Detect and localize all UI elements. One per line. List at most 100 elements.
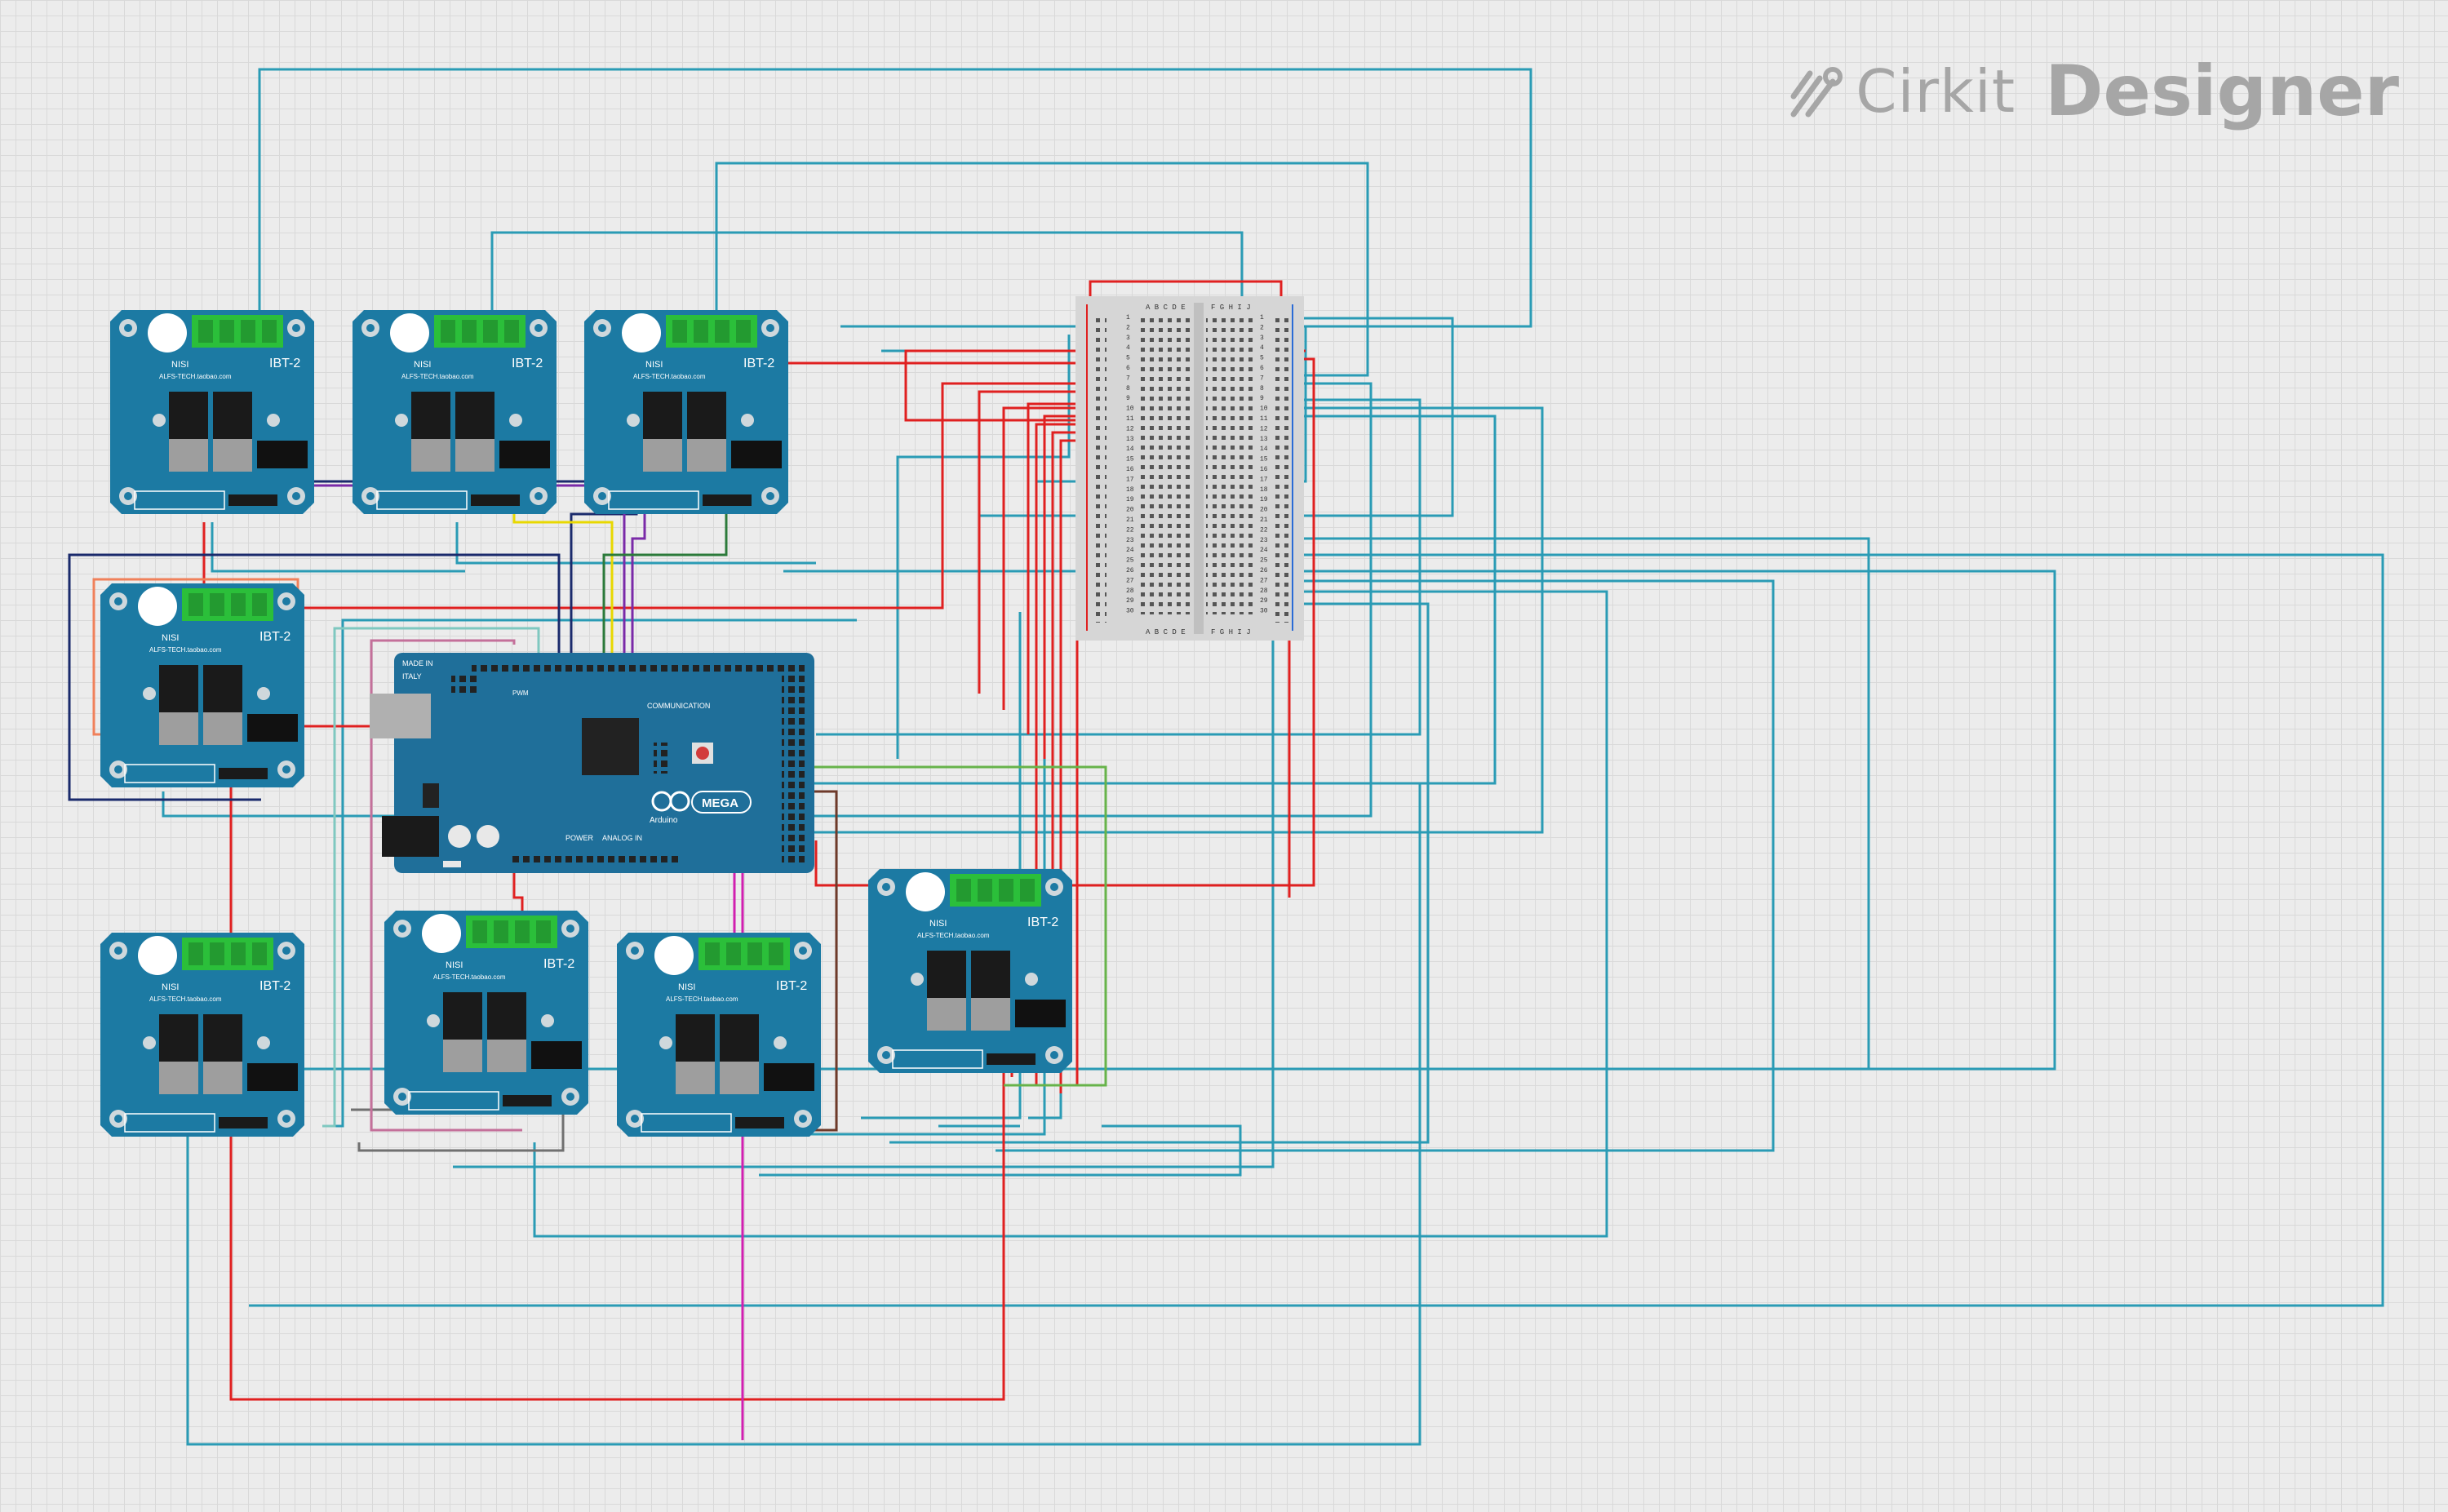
- driver-site-label: ALFS-TECH.taobao.com: [149, 646, 222, 654]
- communication-label: COMMUNICATION: [647, 702, 710, 710]
- row-number: 4: [1260, 344, 1264, 352]
- row-number: 17: [1126, 476, 1134, 483]
- row-number: 20: [1126, 507, 1134, 514]
- row-number: 6: [1260, 365, 1264, 372]
- driver-model-label: IBT-2: [259, 979, 290, 993]
- ibt2-driver-6[interactable]: NISI IBT-2 ALFS-TECH.taobao.com: [384, 911, 588, 1115]
- row-number: 22: [1126, 526, 1134, 534]
- power-rail-left[interactable]: [1092, 313, 1106, 623]
- regulator: [423, 783, 439, 808]
- ibt2-driver-7[interactable]: NISI IBT-2 ALFS-TECH.taobao.com: [617, 933, 821, 1137]
- row-number: 18: [1260, 486, 1268, 494]
- row-number: 30: [1260, 608, 1268, 615]
- row-number: 10: [1260, 406, 1268, 413]
- digital-header-top[interactable]: [472, 661, 786, 672]
- row-number: 16: [1260, 466, 1268, 473]
- row-number: 5: [1260, 355, 1264, 362]
- row-number: 19: [1260, 496, 1268, 503]
- row-number: 2: [1260, 324, 1264, 331]
- row-number: 13: [1260, 436, 1268, 443]
- driver-site-label: ALFS-TECH.taobao.com: [159, 373, 232, 380]
- row-number: 1: [1126, 314, 1130, 321]
- row-number: 24: [1126, 547, 1134, 554]
- ibt2-driver-8[interactable]: NISI IBT-2 ALFS-TECH.taobao.com: [868, 869, 1072, 1073]
- row-number: 8: [1260, 385, 1264, 392]
- row-number: 11: [1260, 415, 1268, 423]
- driver-site-label: ALFS-TECH.taobao.com: [433, 973, 506, 981]
- power-jack: [382, 816, 439, 857]
- ibt2-driver-1[interactable]: NISI IBT-2 ALFS-TECH.taobao.com: [110, 310, 314, 514]
- driver-model-label: IBT-2: [512, 357, 543, 370]
- row-number: 7: [1260, 375, 1264, 382]
- driver-model-label: IBT-2: [1027, 916, 1058, 929]
- driver-site-label: ALFS-TECH.taobao.com: [149, 995, 222, 1003]
- pwm-label: PWM: [512, 689, 529, 697]
- usb-port: [370, 694, 431, 738]
- driver-model-label: IBT-2: [269, 357, 300, 370]
- row-number: 29: [1126, 597, 1134, 605]
- row-number: 19: [1126, 496, 1134, 503]
- terminal-strip-left[interactable]: [1141, 313, 1190, 614]
- row-number: 28: [1260, 588, 1268, 595]
- reset-button-cap: [696, 747, 709, 760]
- capacitor-2: [477, 825, 499, 848]
- logo-product-text: Designer: [2045, 51, 2399, 132]
- made-in-label: MADE IN: [402, 659, 433, 667]
- row-number: 21: [1126, 517, 1134, 524]
- ibt2-driver-3[interactable]: NISI IBT-2 ALFS-TECH.taobao.com: [584, 310, 788, 514]
- mega-badge: [691, 791, 752, 814]
- cirkit-logo-icon: [1790, 67, 1843, 118]
- driver-brand-label: NISI: [171, 360, 188, 370]
- row-number: 21: [1260, 517, 1268, 524]
- ibt2-driver-2[interactable]: NISI IBT-2 ALFS-TECH.taobao.com: [353, 310, 557, 514]
- row-number: 18: [1126, 486, 1134, 494]
- row-number: 9: [1126, 395, 1130, 402]
- icsp-header-2: [654, 743, 670, 774]
- breadboard[interactable]: A B C D E F G H I J A B C D E F G H I J …: [1075, 296, 1304, 641]
- driver-brand-label: NISI: [929, 919, 947, 929]
- driver-brand-label: NISI: [414, 360, 431, 370]
- digital-header-right[interactable]: [782, 661, 805, 865]
- microcontroller-chip: [582, 718, 639, 775]
- driver-model-label: IBT-2: [776, 979, 807, 993]
- driver-site-label: ALFS-TECH.taobao.com: [666, 995, 738, 1003]
- ibt2-driver-5[interactable]: NISI IBT-2 ALFS-TECH.taobao.com: [100, 933, 304, 1137]
- row-number: 6: [1126, 365, 1130, 372]
- cirkit-designer-logo: Cirkit Designer: [1787, 51, 2399, 132]
- row-number: 26: [1260, 567, 1268, 574]
- row-number: 27: [1260, 577, 1268, 584]
- row-number: 16: [1126, 466, 1134, 473]
- row-number: 15: [1260, 456, 1268, 463]
- row-number: 10: [1126, 406, 1134, 413]
- power-label: POWER: [565, 834, 594, 842]
- column-labels-right-bottom: F G H I J: [1211, 628, 1251, 636]
- row-number: 29: [1260, 597, 1268, 605]
- terminal-strip-right[interactable]: [1206, 313, 1255, 614]
- driver-model-label: IBT-2: [743, 357, 774, 370]
- capacitor-base: [443, 861, 461, 867]
- logo-brand-text: Cirkit: [1856, 57, 2016, 126]
- driver-brand-label: NISI: [162, 982, 179, 992]
- icsp-header: [451, 676, 477, 694]
- row-number: 1: [1260, 314, 1264, 321]
- arduino-mega-board[interactable]: MADE IN ITALY PWM COMMUNICATION POWER AN…: [370, 653, 814, 873]
- row-number: 12: [1260, 425, 1268, 432]
- driver-brand-label: NISI: [678, 982, 695, 992]
- power-rail-right[interactable]: [1275, 313, 1289, 623]
- row-number: 3: [1126, 335, 1130, 342]
- row-number: 12: [1126, 425, 1134, 432]
- ibt2-driver-4[interactable]: NISI IBT-2 ALFS-TECH.taobao.com: [100, 583, 304, 787]
- row-number: 23: [1126, 537, 1134, 544]
- row-number: 17: [1260, 476, 1268, 483]
- analog-in-label: ANALOG IN: [602, 834, 642, 842]
- row-number: 3: [1260, 335, 1264, 342]
- driver-model-label: IBT-2: [259, 630, 290, 644]
- row-number: 24: [1260, 547, 1268, 554]
- row-number: 13: [1126, 436, 1134, 443]
- driver-brand-label: NISI: [162, 633, 179, 643]
- row-number: 14: [1126, 446, 1134, 453]
- driver-model-label: IBT-2: [543, 957, 574, 971]
- analog-header[interactable]: [508, 855, 680, 867]
